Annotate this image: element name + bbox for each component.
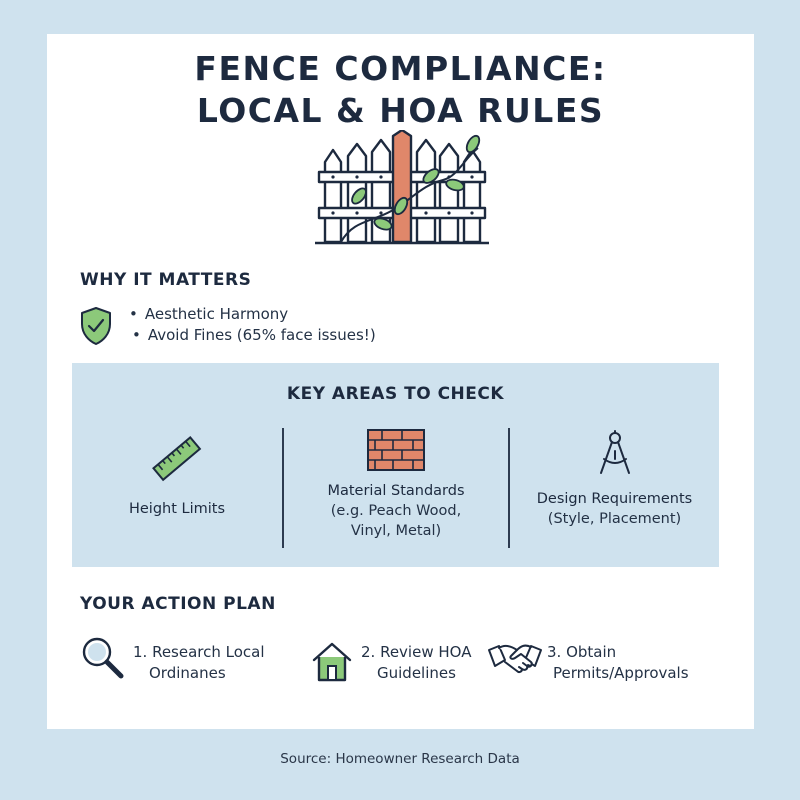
material-detail-line-1: (e.g. Peach Wood, <box>330 503 462 519</box>
title-line-2: LOCAL & HOA RULES <box>196 91 605 130</box>
step-3-line-1: 3. Obtain <box>547 643 617 661</box>
design-detail-line-1: (Style, Placement) <box>547 511 682 527</box>
page-title: FENCE COMPLIANCE: LOCAL & HOA RULES <box>47 48 754 132</box>
why-heading: WHY IT MATTERS <box>80 270 252 290</box>
step-3-line-2: Permits/Approvals <box>553 664 689 682</box>
house-icon <box>312 642 352 682</box>
compass-icon <box>599 430 630 474</box>
brick-wall-icon <box>367 429 425 471</box>
step-2-line-2: Guidelines <box>377 664 456 682</box>
title-line-1: FENCE COMPLIANCE: <box>194 49 607 88</box>
shield-check-icon <box>81 307 111 345</box>
step-1-line-1: 1. Research Local <box>133 643 265 661</box>
key-areas-panel: KEY AREAS TO CHECK Height Limits <box>72 363 719 567</box>
handshake-icon <box>488 644 542 674</box>
step-2-line-1: 2. Review HOA <box>361 643 472 661</box>
ruler-icon <box>152 436 202 482</box>
list-item: Avoid Fines (65% face issues!) <box>129 325 376 346</box>
column-divider <box>508 428 510 548</box>
design-requirements-label: Design Requirements <box>536 491 693 507</box>
step-1-line-2: Ordinanes <box>149 664 226 682</box>
column-divider <box>282 428 284 548</box>
fence-with-vine-icon <box>315 130 489 245</box>
key-areas-heading: KEY AREAS TO CHECK <box>286 384 505 404</box>
source-caption: Source: Homeowner Research Data <box>280 751 520 767</box>
key-area-material: Material Standards (e.g. Peach Wood, Vin… <box>284 425 508 541</box>
key-area-height: Height Limits <box>72 425 282 519</box>
list-item: Aesthetic Harmony <box>129 304 376 325</box>
infographic-card: FENCE COMPLIANCE: LOCAL & HOA RULES <box>47 34 754 729</box>
material-detail-line-2: Vinyl, Metal) <box>350 523 442 539</box>
magnifier-icon <box>82 637 124 679</box>
key-area-design: Design Requirements (Style, Placement) <box>510 425 719 529</box>
action-plan-heading: YOUR ACTION PLAN <box>80 594 276 614</box>
why-list: Aesthetic Harmony Avoid Fines (65% face … <box>129 304 376 346</box>
material-standards-label: Material Standards <box>327 483 465 499</box>
height-limits-label: Height Limits <box>128 501 226 517</box>
